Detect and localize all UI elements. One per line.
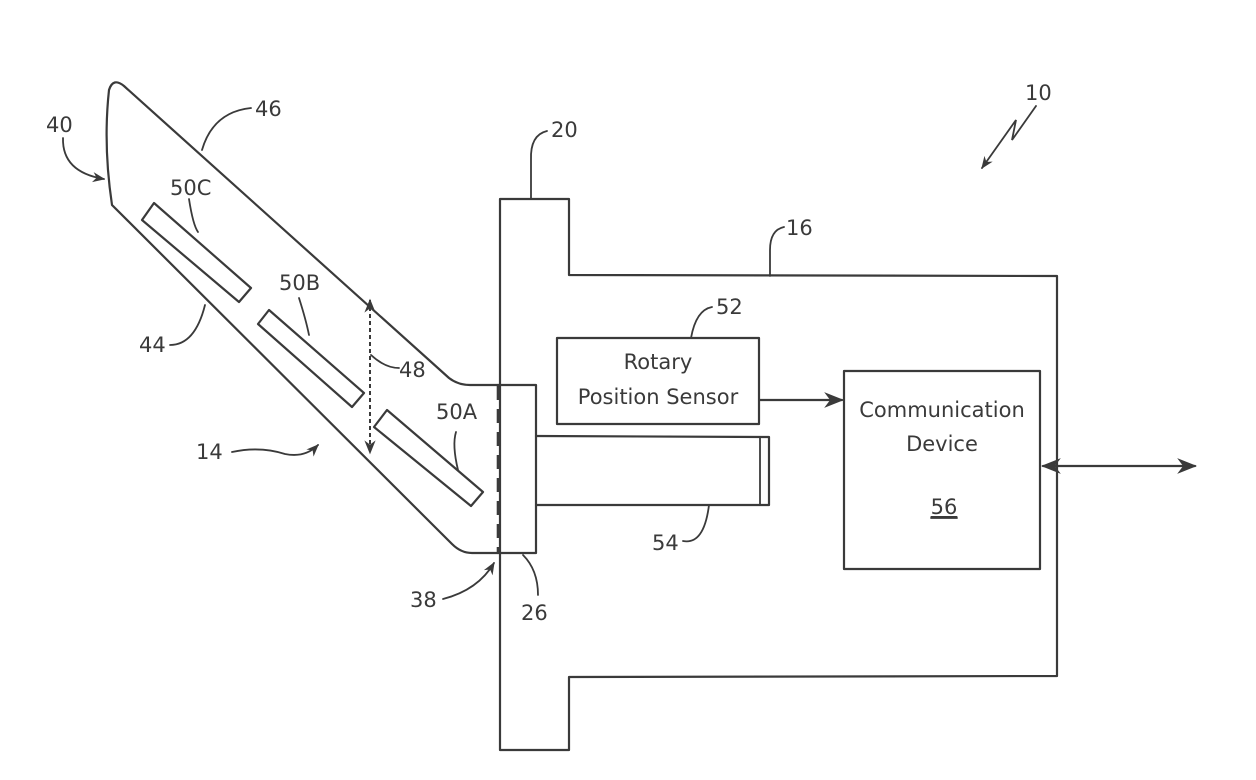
label-50c: 50C (170, 176, 211, 200)
rotary-position-sensor-box (555, 336, 761, 426)
label-38: 38 (410, 588, 437, 612)
rotary-sensor-label-line2: Position Sensor (578, 385, 739, 409)
label-26: 26 (521, 601, 548, 625)
label-10: 10 (1025, 81, 1052, 105)
comm-device-label-line2: Device (906, 432, 978, 456)
label-44: 44 (139, 333, 166, 357)
leader-50a (453, 431, 459, 471)
label-40: 40 (46, 113, 73, 137)
leader-54 (682, 504, 710, 543)
housing-outline (498, 197, 1059, 752)
leader-16 (769, 226, 785, 277)
label-16: 16 (786, 216, 813, 240)
leader-52 (690, 306, 713, 339)
leader-20 (530, 130, 548, 200)
sensor-50c (140, 201, 253, 304)
leader-40 (62, 137, 106, 183)
leader-48 (370, 354, 400, 369)
comm-device-label-line1: Communication (859, 398, 1025, 422)
sensor-50b (256, 308, 366, 409)
blade-outline (105, 81, 500, 555)
label-50a: 50A (436, 400, 478, 424)
leader-38 (442, 561, 495, 600)
comm-device-number: 56 (931, 495, 958, 519)
leader-26 (522, 554, 539, 596)
label-20: 20 (551, 118, 578, 142)
leader-50b (298, 297, 310, 336)
leader-14 (231, 444, 319, 457)
leader-46 (201, 107, 252, 151)
shaft-54 (534, 434, 771, 507)
leader-44 (169, 304, 206, 346)
label-50b: 50B (279, 271, 320, 295)
hub-interface-26 (496, 383, 538, 555)
label-14: 14 (196, 440, 223, 464)
label-52: 52 (716, 295, 743, 319)
leader-50c (188, 198, 199, 233)
label-48: 48 (399, 358, 426, 382)
communication-device-box (842, 369, 1042, 571)
rotary-sensor-label-line1: Rotary (624, 350, 693, 374)
sensor-50a (372, 408, 485, 508)
label-46: 46 (255, 97, 282, 121)
label-54: 54 (652, 531, 679, 555)
leader-10 (981, 105, 1037, 170)
